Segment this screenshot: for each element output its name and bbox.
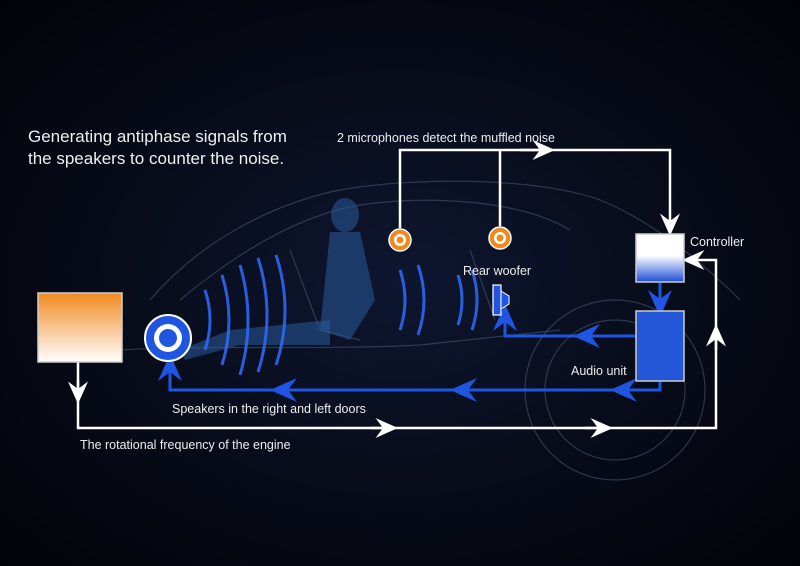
headline-line-1: Generating antiphase signals from (28, 127, 287, 146)
door-speakers-label: Speakers in the right and left doors (172, 402, 366, 416)
engine-box (37, 292, 123, 363)
microphone-icon (388, 228, 412, 252)
microphones-label: 2 microphones detect the muffled noise (337, 131, 555, 145)
rear-woofer-icon (492, 284, 510, 316)
headline-line-2: the speakers to counter the noise. (28, 149, 285, 168)
microphone-icon (488, 226, 512, 250)
controller-box (635, 233, 685, 283)
engine-frequency-label: The rotational frequency of the engine (80, 438, 291, 452)
headline: Generating antiphase signals from the sp… (28, 126, 287, 170)
audio-signal-lines (158, 283, 672, 402)
sound-waves (203, 254, 479, 376)
rear-woofer-label: Rear woofer (463, 264, 532, 278)
audio-unit-box (635, 310, 685, 382)
controller-label: Controller (690, 235, 745, 249)
driver-silhouette (180, 198, 375, 360)
microphone-signal-lines (398, 140, 680, 236)
audio-unit-label: Audio unit (571, 364, 627, 378)
engine-signal-line (68, 250, 726, 438)
door-speaker-icon (144, 314, 192, 362)
